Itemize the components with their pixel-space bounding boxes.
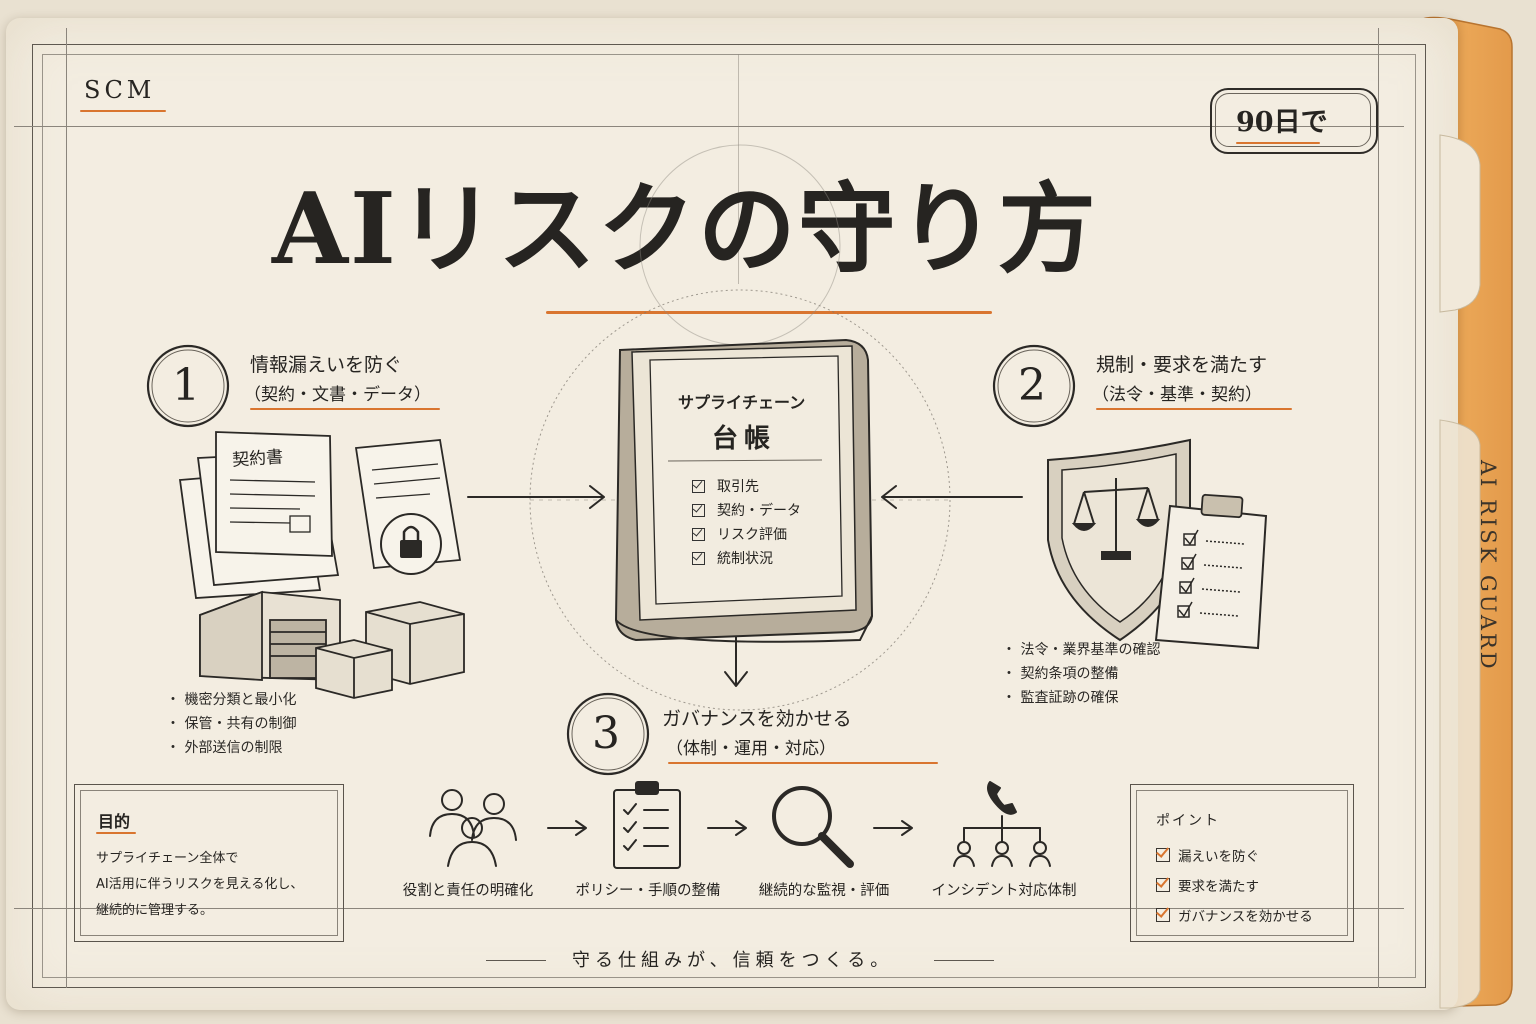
purpose-heading: 目的 (98, 812, 131, 831)
section1-number: 1 (172, 360, 200, 411)
footer-slogan: 守る仕組みが、信頼をつくる。 (572, 950, 894, 971)
points-item: 漏えいを防ぐ (1156, 840, 1313, 870)
governance-step-label: 継続的な監視・評価 (758, 883, 890, 899)
outer-frame (32, 44, 1426, 988)
people-icon (429, 789, 517, 867)
guide-horizontal-bottom (14, 908, 1404, 909)
governance-step-label: ポリシー・手順の整備 (575, 883, 721, 899)
orange-check-icon (1156, 848, 1170, 862)
footer-rule-right (934, 960, 994, 961)
section1-subtitle: （契約・文書・データ） (244, 385, 431, 405)
checklist-clipboard-icon (613, 781, 681, 869)
ledger-item: 統制状況 (692, 546, 801, 570)
section3-title: ガバナンスを効かせる (662, 708, 852, 730)
brand-label: SCM (84, 76, 156, 104)
section3-number: 3 (592, 708, 620, 759)
ledger-checklist: 取引先 契約・データ リスク評価 統制状況 (692, 474, 801, 570)
orange-check-icon (1156, 878, 1170, 892)
purpose-underline (96, 832, 136, 834)
section2-underline (1096, 408, 1292, 410)
guide-vertical-left (66, 28, 67, 988)
points-item: 要求を満たす (1156, 870, 1313, 900)
governance-step-label: 役割と責任の明確化 (402, 883, 534, 899)
section1-underline (250, 408, 440, 410)
padlock-icon (380, 513, 442, 575)
scales-icon (1071, 478, 1161, 560)
points-heading: ポイント (1156, 813, 1220, 829)
checkbox-icon (692, 479, 705, 493)
section2-bullets: ・ 法令・業界基準の確認 ・ 契約条項の整備 ・ 監査証跡の確保 (1002, 638, 1160, 710)
brand-underline (80, 110, 166, 112)
ledger-title-large: 台帳 (712, 424, 777, 454)
boxes-icon (315, 601, 465, 699)
checkbox-icon (692, 503, 705, 517)
section1-bullets: ・ 機密分類と最小化 ・ 保管・共有の制御 ・ 外部送信の制限 (166, 688, 296, 760)
section1-bullet: ・ 保管・共有の制御 (166, 716, 297, 732)
badge-underline (1236, 142, 1320, 144)
section2-bullet: ・ 法令・業界基準の確認 (1002, 642, 1161, 658)
ledger-item: 契約・データ (692, 498, 801, 522)
purpose-box (74, 784, 344, 942)
section2-bullet: ・ 契約条項の整備 (1002, 666, 1119, 682)
page-title: AIリスクの守り方 (272, 172, 1098, 287)
governance-step-label: インシデント対応体制 (931, 883, 1077, 899)
magnifier-icon (772, 786, 854, 868)
ledger-item: 取引先 (692, 474, 801, 498)
checkbox-icon (692, 551, 705, 565)
section2-number: 2 (1018, 360, 1046, 411)
inner-frame (42, 54, 1416, 978)
shield-icon (1047, 438, 1191, 642)
checkbox-icon (692, 527, 705, 541)
phone-org-icon (953, 781, 1051, 867)
points-list: 漏えいを防ぐ 要求を満たす ガバナンスを効かせる (1156, 840, 1313, 930)
duration-badge (1210, 88, 1378, 154)
side-tab-label: AI RISK GUARD (1476, 460, 1500, 672)
points-item: ガバナンスを効かせる (1156, 900, 1313, 930)
section1-bullet: ・ 機密分類と最小化 (166, 692, 297, 708)
purpose-text: サプライチェーン全体で AI活用に伴うリスクを見える化し、 継続的に管理する。 (96, 851, 304, 918)
orange-check-icon (1156, 908, 1170, 922)
ledger-title-small: サプライチェーン (678, 393, 806, 412)
guide-horizontal-top (14, 126, 1404, 127)
section3-underline (668, 762, 938, 764)
section1-bullet: ・ 外部送信の制限 (166, 740, 283, 756)
section3-subtitle: （体制・運用・対応） (666, 739, 836, 759)
guide-vertical-right (1378, 28, 1379, 988)
clipboard-icon (1154, 493, 1268, 650)
guide-vertical-center (738, 54, 739, 284)
section2-subtitle: （法令・基準・契約） (1092, 385, 1262, 405)
title-underline (546, 311, 992, 314)
section1-title: 情報漏えいを防ぐ (250, 354, 403, 376)
section2-bullet: ・ 監査証跡の確保 (1002, 690, 1119, 706)
points-box (1130, 784, 1354, 942)
section2-title: 規制・要求を満たす (1096, 354, 1268, 376)
duration-badge-text: 90日で (1236, 107, 1328, 138)
ledger-item: リスク評価 (692, 522, 801, 546)
warehouse-icon (199, 590, 341, 681)
footer-rule-left (486, 960, 546, 961)
